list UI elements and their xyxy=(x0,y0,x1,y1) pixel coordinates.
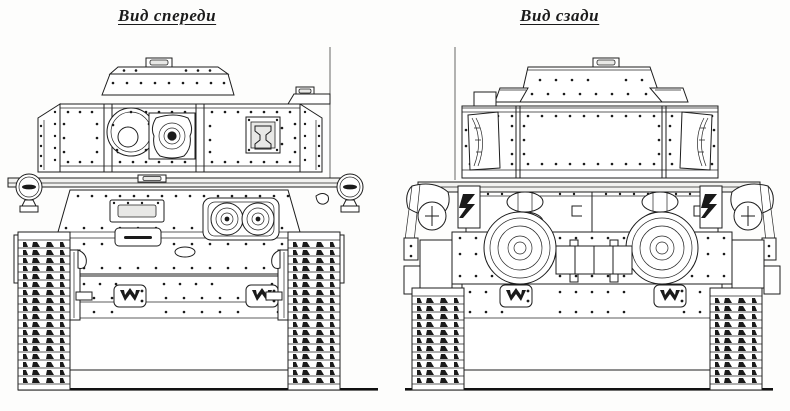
turret-rear-shoulder-left xyxy=(494,87,529,103)
gun-barrel-bore xyxy=(167,131,177,141)
caption-front-view: Вид спереди xyxy=(118,6,217,25)
tow-shackle-left xyxy=(457,185,481,229)
track-left-rear xyxy=(411,287,465,391)
turret-rear-plate xyxy=(519,66,663,103)
lower-hull-rear xyxy=(451,211,733,285)
turret-hatch-handle-rear xyxy=(596,59,616,66)
upper-hull-front xyxy=(37,86,331,173)
upper-hull-rear-plate xyxy=(461,105,719,179)
track-left-front xyxy=(17,231,71,391)
bracket-fitting-rear-left xyxy=(499,284,533,308)
upper-hull-rear xyxy=(461,91,719,179)
turret-upper-rivets xyxy=(111,81,226,85)
rear-grille-plate xyxy=(555,239,633,283)
tow-shackle-right xyxy=(699,185,723,229)
turret-hatch-handle xyxy=(149,59,169,66)
caption-rear-view: Вид сзади xyxy=(520,6,600,25)
right-cheek-rivets xyxy=(303,110,321,168)
deck-handle-left xyxy=(571,205,582,217)
bracket-fitting-left xyxy=(113,284,147,308)
track-links-left-rear xyxy=(412,295,464,385)
idler-wheel-left xyxy=(483,211,557,285)
idler-wheel-right xyxy=(625,211,699,285)
track-grousers-left-front xyxy=(23,242,65,383)
headlight-right xyxy=(336,173,364,213)
mudguard-left-rear xyxy=(419,239,453,289)
headlight-left xyxy=(15,173,43,213)
fender-shelf-front xyxy=(7,174,353,188)
turret-roof-rivets xyxy=(122,69,212,72)
headlight-bracket-left xyxy=(21,199,37,207)
exhaust-muffler-left xyxy=(403,183,450,261)
left-cheek-rivets xyxy=(39,110,57,168)
turret-rear-hatch-left xyxy=(467,111,501,171)
right-cheek-plate xyxy=(299,103,323,173)
deck-handle-right xyxy=(693,205,704,217)
twin-ball-mount xyxy=(202,197,280,241)
headlight-bracket-right xyxy=(342,199,358,207)
oval-access-port xyxy=(174,246,196,258)
ground-line-rear xyxy=(405,388,773,391)
rear-view-group xyxy=(403,47,781,391)
track-grousers-right-front xyxy=(293,242,335,383)
turret-rear-rivets xyxy=(530,78,648,96)
vision-port xyxy=(245,116,281,154)
headlight-blackout-slit-left xyxy=(22,184,36,190)
rear-step-left xyxy=(403,265,421,295)
right-subturret-roof xyxy=(287,93,331,105)
bracket-fitting-rear-right xyxy=(653,284,687,308)
headlight-blackout-slit-right xyxy=(343,184,357,190)
track-links-right-front xyxy=(288,239,340,385)
turret-rear-hatch-right xyxy=(679,111,713,171)
lower-hull-rear-rivets xyxy=(458,236,726,278)
right-subturret-hatch-handle xyxy=(298,88,312,94)
ground-line-front xyxy=(18,388,378,391)
exhaust-muffler-right xyxy=(730,183,777,261)
lower-apron-front xyxy=(67,275,291,371)
front-view-group xyxy=(7,47,364,391)
track-right-front xyxy=(287,231,341,391)
rear-step-right xyxy=(763,265,781,295)
main-turret-front xyxy=(101,57,235,96)
turret-rear xyxy=(494,66,689,103)
driver-visor xyxy=(109,199,165,223)
mudguard-right-rear xyxy=(731,239,765,289)
suspension-bracket-left xyxy=(69,249,93,321)
fender-plate xyxy=(7,177,353,188)
gun-mantlet xyxy=(148,112,196,160)
horn-fitting xyxy=(315,193,329,205)
left-round-hatch xyxy=(106,107,156,157)
track-links-left-front xyxy=(18,239,70,385)
rear-periscope-box xyxy=(473,91,497,107)
track-right-rear xyxy=(709,287,763,391)
hull-seam-b xyxy=(195,104,205,172)
turret-rear-shoulder-right xyxy=(648,87,689,103)
lower-apron-rear xyxy=(461,283,723,371)
turret-upper-glacis xyxy=(101,73,235,96)
left-cheek-plate xyxy=(37,103,61,173)
driver-hatch-slit xyxy=(114,227,162,247)
apron-rivets xyxy=(74,282,280,314)
track-grousers-left-rear xyxy=(417,298,459,383)
track-grousers-right-rear xyxy=(715,298,757,383)
track-links-right-rear xyxy=(710,295,762,385)
